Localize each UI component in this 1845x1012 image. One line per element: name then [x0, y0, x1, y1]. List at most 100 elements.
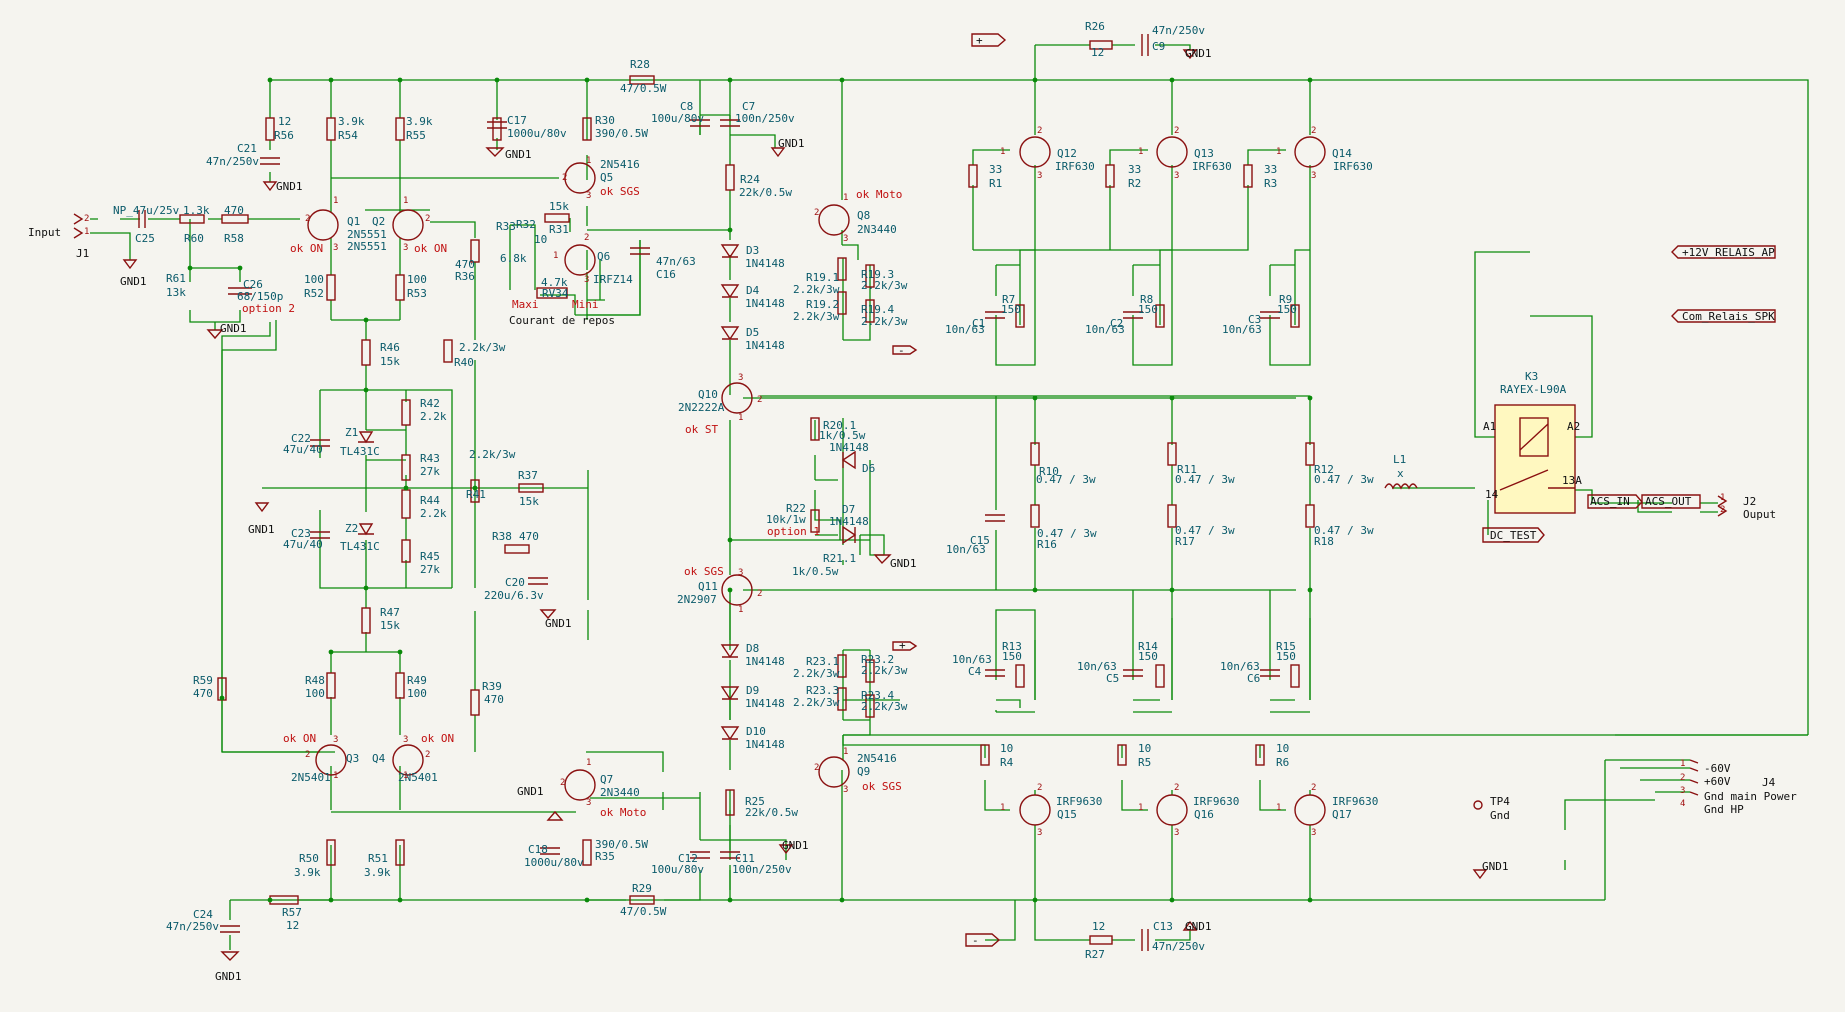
label-r54: R54	[338, 129, 358, 142]
label-pin-pq6s: 3	[584, 275, 589, 285]
label-c17: C17	[507, 114, 527, 127]
label-gnd1_a: GND1	[120, 275, 147, 288]
label-r55: R55	[406, 129, 426, 142]
label-q4a: 2N5401	[398, 771, 438, 784]
label-np_cap: NP_47u/25v	[113, 204, 180, 217]
label-r44v: 2.2k	[420, 507, 447, 520]
label-pin-pj1b: 1	[84, 227, 89, 237]
junction-dot	[397, 897, 403, 903]
label-r27: R27	[1085, 948, 1105, 961]
label-c24: C24	[193, 908, 213, 921]
label-pin-pq8c: 1	[843, 193, 848, 203]
label-r41v: 2.2k/3w	[469, 448, 516, 461]
label-r58: R58	[224, 232, 244, 245]
label-tp4v: Gnd	[1490, 809, 1510, 822]
label-d10: D10	[746, 725, 766, 738]
label-c26: C26	[243, 278, 263, 291]
label-rv34: RV34	[542, 287, 569, 300]
label-gnd1_l: GND1	[1185, 47, 1212, 60]
label-pin-pq4c: 3	[403, 735, 408, 745]
junction-dot	[472, 485, 478, 491]
label-c2: C2	[1110, 317, 1123, 330]
label-oksgs3: ok SGS	[862, 780, 902, 793]
label-pin-pq3c: 3	[333, 735, 338, 745]
label-r40: R40	[454, 356, 474, 369]
label-q10: Q10	[698, 388, 718, 401]
label-r8v: 150	[1138, 303, 1158, 316]
net-flags	[892, 33, 1776, 947]
junction-dot	[1032, 587, 1038, 593]
label-c16: C16	[656, 268, 676, 281]
label-d6v: 1N4148	[829, 441, 869, 454]
label-d4: D4	[746, 284, 760, 297]
label-r57v: 12	[286, 919, 299, 932]
label-c13v: 47n/250v	[1152, 940, 1205, 953]
label-r37v: 15k	[519, 495, 539, 508]
label-r233: R23.3	[806, 684, 839, 697]
label-q5a: 2N5416	[600, 158, 640, 171]
label-okon1: ok ON	[290, 242, 323, 255]
label-r42: R42	[420, 397, 440, 410]
junction-dot	[727, 77, 733, 83]
junction-dot	[727, 587, 733, 593]
label-gnd1_g: GND1	[248, 523, 275, 536]
label-pin-pq6g: 1	[553, 251, 558, 261]
label-r56v: 12	[278, 115, 291, 128]
label-p14: 14	[1485, 488, 1499, 501]
label-d5v: 1N4148	[745, 339, 785, 352]
label-pin-pq13s: 3	[1174, 171, 1179, 181]
label-r1: R1	[989, 177, 1002, 190]
junction-dot	[1169, 897, 1175, 903]
label-r50v: 3.9k	[294, 866, 321, 879]
label-p13a: 13A	[1562, 474, 1582, 487]
label-gnd1_e: GND1	[778, 137, 805, 150]
label-pin-pq11c: 3	[738, 568, 743, 578]
label-pin-pq12g: 1	[1000, 147, 1005, 157]
label-gndmain: Gnd main Power	[1704, 790, 1797, 803]
label-r5: R5	[1138, 756, 1151, 769]
label-r48: R48	[305, 674, 325, 687]
label-q7a: 2N3440	[600, 786, 640, 799]
label-c13: C13	[1153, 920, 1173, 933]
junction-dot	[363, 585, 369, 591]
label-pin-pq7b: 2	[560, 778, 565, 788]
label-c8: C8	[680, 100, 693, 113]
label-ouput: Ouput	[1743, 508, 1776, 521]
label-r6: R6	[1276, 756, 1289, 769]
label-r30: R30	[595, 114, 615, 127]
label-pin-pq17s: 3	[1311, 828, 1316, 838]
label-acs_out: ACS_OUT	[1645, 495, 1692, 508]
label-okon4: ok ON	[421, 732, 454, 745]
label-pin-pq17g: 1	[1276, 803, 1281, 813]
label-r11v: 0.47 / 3w	[1175, 473, 1235, 486]
junction-dot	[1307, 587, 1313, 593]
junction-dot	[1032, 395, 1038, 401]
label-r3v: 33	[1264, 163, 1277, 176]
label-pin-pq7c: 1	[586, 758, 591, 768]
label-c4v: 10n/63	[952, 653, 992, 666]
label-r26: R26	[1085, 20, 1105, 33]
label-d4v: 1N4148	[745, 297, 785, 310]
label-gnd1_j: GND1	[782, 839, 809, 852]
label-z1v: TL431C	[340, 445, 380, 458]
label-c26v: 68/150p	[237, 290, 283, 303]
junction-dot	[397, 649, 403, 655]
label-pin-pq7e: 3	[586, 798, 591, 808]
label-c7v: 100n/250v	[735, 112, 795, 125]
inductor-shape	[1384, 483, 1418, 490]
label-r17v: 0.47 / 3w	[1175, 524, 1235, 537]
label-r52v: 100	[304, 273, 324, 286]
label-r201v: 1k/0.5w	[819, 429, 866, 442]
label-relay_ap: +12V_RELAIS_AP	[1682, 246, 1775, 259]
label-r45: R45	[420, 550, 440, 563]
label-gnd1_h: GND1	[545, 617, 572, 630]
label-pin-pq13d: 2	[1174, 126, 1179, 136]
label-a2: A2	[1567, 420, 1580, 433]
label-r31: R31	[549, 223, 569, 236]
label-r14: R14	[1138, 640, 1158, 653]
label-r18v: 0.47 / 3w	[1314, 524, 1374, 537]
label-r31v: 15k	[549, 200, 569, 213]
label-pin-pq8e: 3	[843, 234, 848, 244]
label-gnd1_n: GND1	[1482, 860, 1509, 873]
